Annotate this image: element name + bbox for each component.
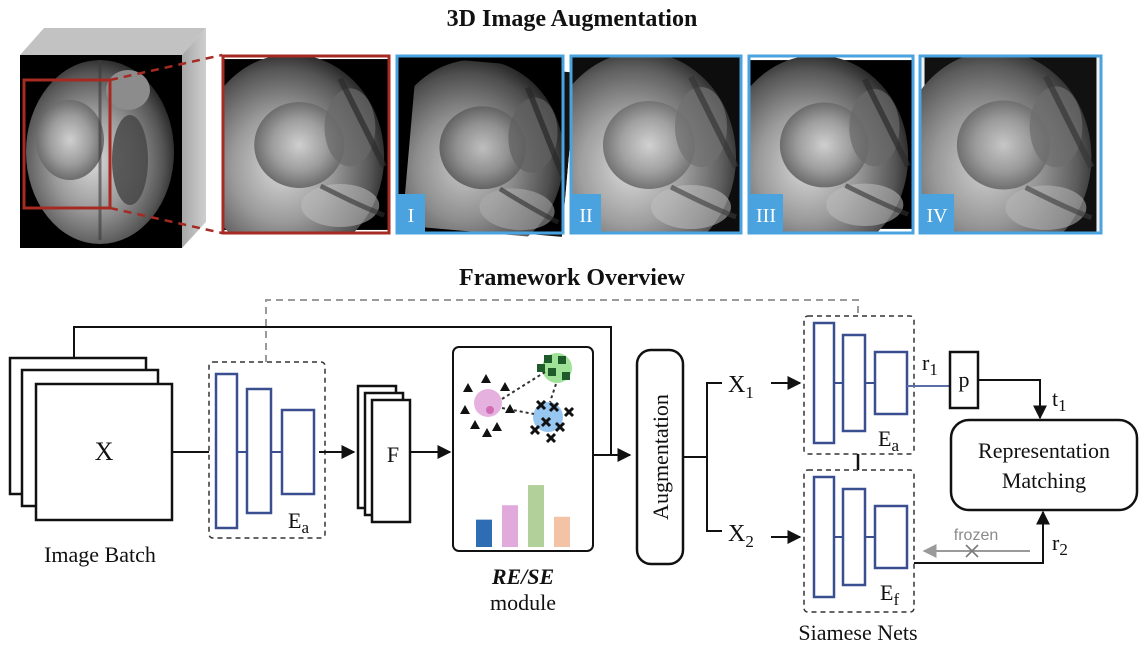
rep-2-arrow	[914, 510, 1050, 564]
module-bar-3	[528, 485, 544, 547]
augmentation-section-title: 3D Image Augmentation	[447, 6, 698, 32]
fork-line-lower	[706, 457, 722, 532]
variant-label-iii: III	[756, 205, 776, 227]
variant-label-iv: IV	[926, 205, 948, 227]
predictor-label: p	[959, 367, 970, 392]
brain-volume-cube	[20, 28, 206, 248]
encoder-a-label: Ea	[288, 508, 309, 537]
module-label-normal: module	[490, 590, 556, 615]
stop-gradient-cross-icon	[965, 544, 979, 558]
module-bar-2	[502, 505, 518, 547]
image-batch-label: Image Batch	[44, 542, 156, 567]
augmentation-label: Augmentation	[648, 394, 673, 520]
feature-label: F	[387, 442, 399, 467]
target-1-arrow	[978, 379, 1047, 420]
image-batch-stack	[8, 356, 174, 522]
siamese-encoder-a	[803, 315, 915, 455]
input-x-label: X	[95, 437, 114, 466]
augmented-crop-i: I	[395, 54, 577, 265]
siamese-encoder-f	[803, 469, 915, 613]
augmented-crop-ii: II	[569, 54, 743, 235]
module-bar-1	[476, 519, 492, 547]
target-1-label: t1	[1052, 386, 1067, 415]
zoom-line-bottom	[109, 206, 223, 235]
weight-share-dashed-line	[265, 299, 859, 362]
module-label-bold: RE/SE	[491, 564, 554, 589]
siamese-encoder-f-label: Ef	[880, 580, 899, 609]
re-se-module-box	[452, 346, 594, 552]
fork-line-upper	[683, 382, 722, 458]
matching-label-line1: Representation	[978, 438, 1110, 463]
representation-matching-box	[949, 418, 1139, 512]
zoom-line-top	[109, 53, 223, 82]
module-bar-chart	[476, 485, 570, 547]
rep-2-label: r2	[1052, 530, 1068, 559]
view-2-label: X2	[728, 521, 754, 551]
augmented-crop-iv: IV	[918, 54, 1103, 235]
siamese-nets-label: Siamese Nets	[798, 620, 917, 645]
variant-label-ii: II	[579, 205, 592, 227]
encoder-a-block	[208, 361, 326, 539]
siamese-encoder-a-label: Ea	[878, 426, 899, 455]
original-crop-image	[221, 54, 391, 235]
rep-1-label: r1	[922, 350, 938, 379]
frozen-label: frozen	[954, 527, 998, 544]
augmented-crop-iii: III	[747, 54, 915, 235]
view-1-label: X1	[728, 372, 754, 402]
matching-label-line2: Matching	[1002, 468, 1086, 493]
crop-highlight-box	[22, 78, 112, 210]
framework-section-title: Framework Overview	[459, 265, 686, 291]
feature-stack	[356, 384, 412, 524]
variant-label-i: I	[408, 205, 415, 227]
module-bar-4	[554, 516, 570, 547]
